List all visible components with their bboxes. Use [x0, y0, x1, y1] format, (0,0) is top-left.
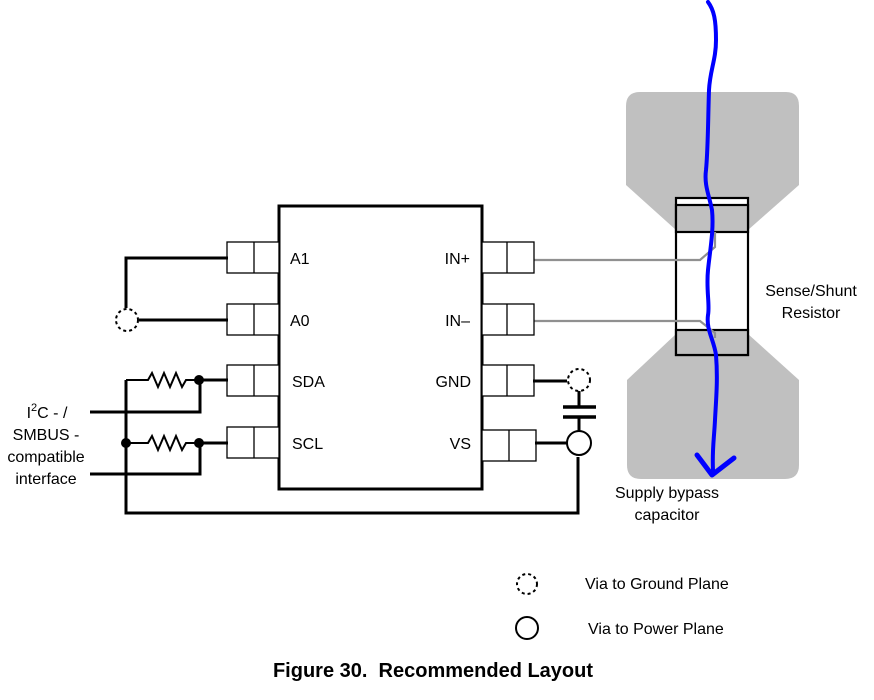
pin-label-gnd: GND [435, 374, 471, 391]
junction-dot [121, 438, 131, 448]
pin-label-vs: VS [450, 436, 471, 453]
interface-label-line2: SMBUS - [13, 427, 80, 444]
pad-scl [226, 426, 280, 459]
shunt-bottom-copper-pad [627, 334, 799, 479]
junction-dot [194, 375, 204, 385]
vs-power-via [566, 430, 592, 456]
pad-in-plus [481, 241, 535, 274]
pin-label-in-minus: IN– [445, 313, 470, 330]
pad-gnd [481, 364, 535, 397]
shunt-top-copper-pad [626, 92, 799, 230]
pad-a1 [226, 241, 280, 274]
pin-label-a1: A1 [290, 251, 310, 268]
legend-power-via-label: Via to Power Plane [588, 621, 724, 638]
pin-label-a0: A0 [290, 313, 310, 330]
ic-body [277, 204, 484, 491]
junction-dot [194, 438, 204, 448]
in-plus-sense-trace [534, 232, 717, 262]
interface-label-line3: compatible [7, 449, 84, 466]
shunt-label-line2: Resistor [782, 305, 841, 322]
legend-power-via-icon [515, 616, 539, 640]
current-flow-arrowhead [694, 452, 737, 478]
a1-trace [124, 256, 228, 308]
gnd-via [567, 368, 591, 392]
interface-label-line4: interface [15, 471, 76, 488]
shunt-label-line1: Sense/Shunt [765, 283, 857, 300]
bypass-label-line2: capacitor [635, 507, 701, 524]
scl-pullup-resistor [126, 433, 198, 453]
a-pins-ground-via [115, 308, 139, 332]
figure-title: Figure 30. Recommended Layout [273, 660, 593, 682]
pad-sda [226, 364, 280, 397]
pin-label-in-plus: IN+ [445, 251, 470, 268]
pad-in-minus [481, 303, 535, 336]
legend-ground-via-icon [516, 573, 538, 595]
pin-label-sda: SDA [292, 374, 325, 391]
pad-vs [481, 429, 537, 462]
sda-pullup-resistor [126, 370, 198, 390]
pin-label-scl: SCL [292, 436, 323, 453]
bypass-label-line1: Supply bypass [615, 485, 719, 502]
pad-a0 [226, 303, 280, 336]
interface-label-line1: I2C - / [27, 402, 68, 422]
current-flow-path [703, 0, 719, 472]
legend: Via to Ground Plane Via to Power Plane [515, 573, 729, 640]
legend-ground-via-label: Via to Ground Plane [585, 576, 729, 593]
